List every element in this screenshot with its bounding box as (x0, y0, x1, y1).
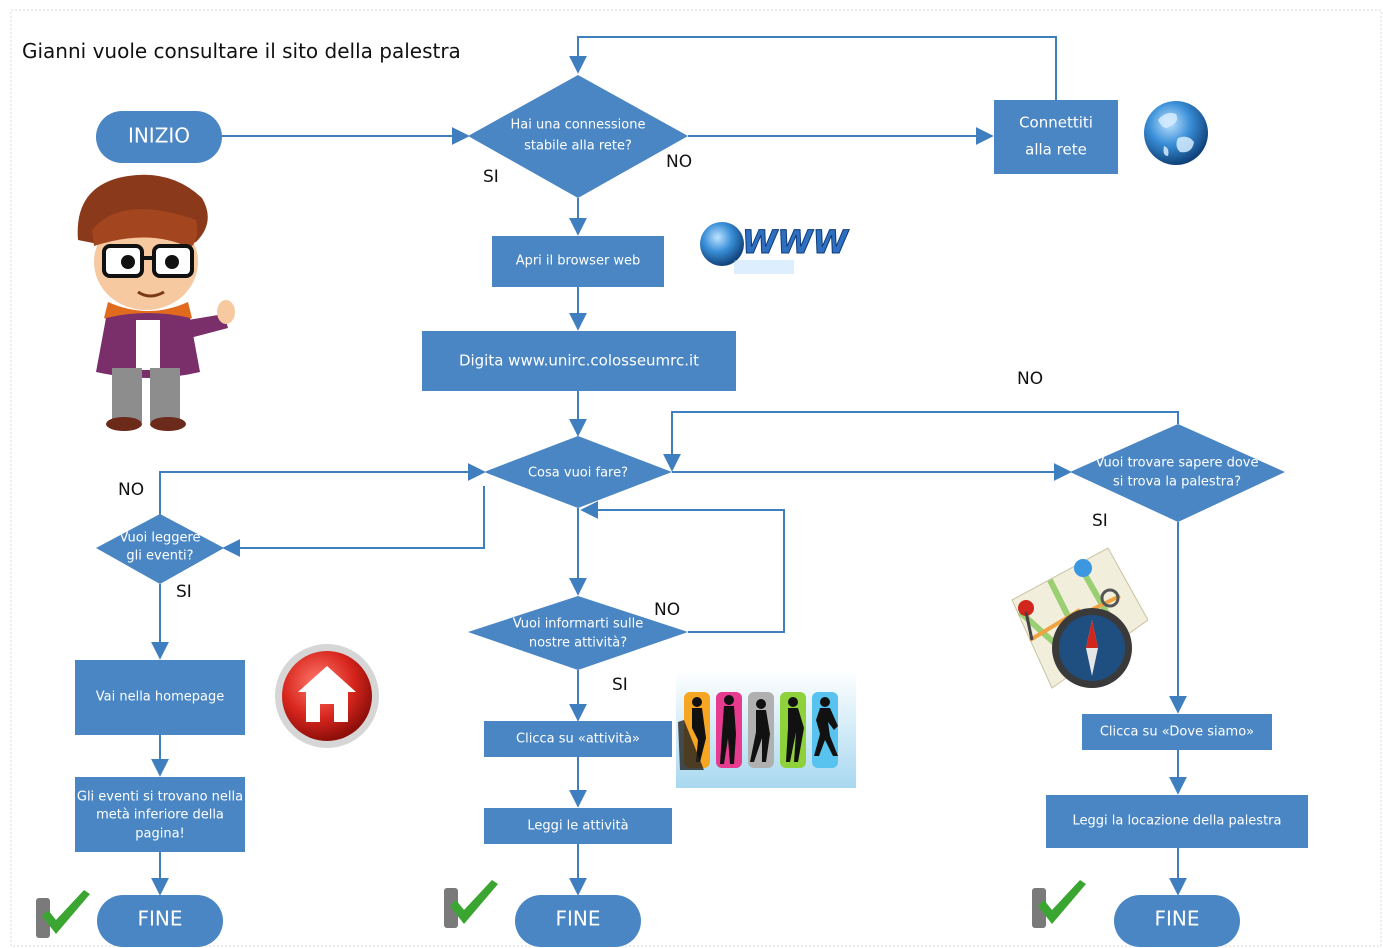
start-label: INIZIO (128, 124, 190, 148)
diagram-frame (10, 9, 1382, 947)
type-url-box (422, 331, 736, 391)
activities-decision (468, 596, 688, 670)
end-terminal-1 (97, 895, 223, 947)
events-info-line3: pagina! (135, 827, 185, 842)
location-question-line1: Vuoi trovare sapere dove (1096, 456, 1259, 471)
activities-question-line1: Vuoi informarti sulle (513, 617, 644, 632)
label-yes-connection: SI (483, 167, 499, 187)
type-url-label: Digita www.unirc.colosseumrc.it (459, 352, 699, 370)
label-yes-activities: SI (612, 675, 628, 695)
end-terminal-3 (1114, 895, 1240, 947)
events-decision (96, 514, 224, 584)
connectors (151, 36, 1187, 896)
fitness-silhouettes-icon (676, 670, 856, 788)
events-info-line1: Gli eventi si trovano nella (77, 790, 243, 805)
click-where-label: Clicca su «Dove siamo» (1100, 725, 1254, 740)
cartoon-character-icon (77, 174, 235, 431)
connection-question-line2: stabile alla rete? (524, 139, 632, 154)
end-label-3: FINE (1155, 907, 1200, 931)
open-browser-label: Apri il browser web (516, 254, 641, 269)
homepage-label: Vai nella homepage (96, 690, 224, 705)
start-terminal (96, 111, 222, 163)
read-activities-box (484, 808, 672, 844)
connect-line1: Connettiti (1019, 114, 1093, 132)
globe-icon (1144, 101, 1208, 165)
location-decision (1070, 424, 1285, 522)
end-label-1: FINE (138, 907, 183, 931)
arrow-events-no (159, 463, 486, 525)
label-no-connection: NO (666, 152, 692, 172)
arrow-activities-no-loop (580, 501, 785, 633)
label-yes-location: SI (1092, 511, 1108, 531)
end-label-2: FINE (556, 907, 601, 931)
events-info-box (75, 777, 245, 852)
label-no-events: NO (118, 480, 144, 500)
www-text: WWW (742, 223, 850, 261)
click-activities-label: Clicca su «attività» (516, 732, 640, 747)
location-question-line2: si trova la palestra? (1113, 475, 1241, 490)
label-no-location-loop: NO (1017, 369, 1043, 389)
checkmark-icon (1032, 880, 1086, 928)
choice-decision (484, 436, 672, 508)
arrow-location-no-loop (663, 411, 1179, 472)
home-icon (275, 644, 379, 748)
connect-box (994, 100, 1118, 174)
label-yes-events: SI (176, 582, 192, 602)
arrow-connect-loop (569, 36, 1057, 100)
checkmark-icon (36, 890, 90, 938)
read-location-label: Leggi la locazione della palestra (1073, 814, 1282, 829)
read-location-box (1046, 795, 1308, 848)
arrow-choice-to-events (222, 486, 485, 557)
events-question-line1: Vuoi leggere (119, 531, 200, 546)
checkmark-icon (444, 880, 498, 928)
connection-decision (468, 75, 688, 198)
end-terminal-2 (515, 895, 641, 947)
choice-label: Cosa vuoi fare? (528, 466, 628, 481)
read-activities-label: Leggi le attività (527, 819, 628, 834)
homepage-box (75, 660, 245, 735)
activities-question-line2: nostre attività? (529, 636, 627, 651)
click-activities-box (484, 721, 672, 757)
page-title: Gianni vuole consultare il sito della pa… (22, 39, 461, 63)
connect-line2: alla rete (1025, 141, 1087, 159)
www-globe-icon: WWW (700, 222, 850, 274)
label-no-activities: NO (654, 600, 680, 620)
map-compass-icon (1011, 547, 1149, 689)
events-info-line2: metà inferiore della (96, 808, 224, 823)
connection-question-line1: Hai una connessione (511, 118, 646, 133)
events-question-line2: gli eventi? (126, 549, 193, 564)
click-where-box (1082, 714, 1272, 750)
open-browser-box (492, 236, 664, 287)
